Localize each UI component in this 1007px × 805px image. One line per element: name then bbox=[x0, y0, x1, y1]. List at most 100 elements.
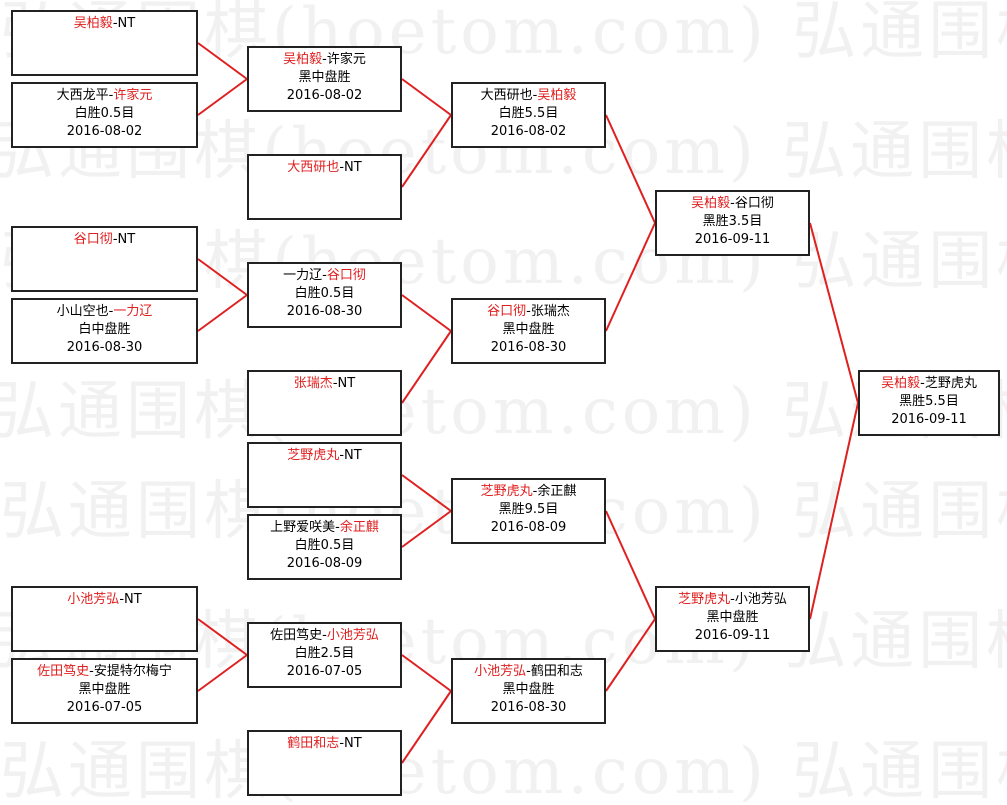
bracket-connector bbox=[197, 42, 248, 80]
players: 大西研也-吴柏毅 bbox=[453, 87, 604, 105]
bracket-connector bbox=[605, 618, 656, 692]
date: 2016-08-02 bbox=[490, 124, 567, 139]
players: 吴柏毅-许家元 bbox=[249, 51, 400, 69]
separator: - bbox=[532, 88, 538, 103]
player-b: 小池芳弘 bbox=[734, 592, 787, 607]
separator: - bbox=[526, 664, 531, 679]
result: 白胜5.5目 bbox=[498, 106, 559, 121]
player-b: 芝野虎丸 bbox=[924, 376, 977, 391]
players: 小山空也-一力辽 bbox=[13, 303, 196, 321]
separator: - bbox=[730, 196, 735, 211]
players: 大西龙平-许家元 bbox=[13, 87, 196, 105]
separator: - bbox=[335, 520, 340, 535]
match-box: 鹤田和志-NT bbox=[247, 730, 402, 796]
result: 黑中盘胜 bbox=[706, 610, 759, 625]
result: 白中盘胜 bbox=[78, 322, 131, 337]
separator: - bbox=[339, 160, 345, 175]
players: 吴柏毅-芝野虎丸 bbox=[860, 375, 998, 393]
player-a: 大西研也 bbox=[287, 160, 340, 175]
bracket-connector bbox=[197, 78, 248, 116]
bracket-connector bbox=[197, 258, 248, 296]
bracket-connector bbox=[809, 222, 859, 404]
result: 黑中盘胜 bbox=[78, 682, 131, 697]
players: 佐田笃史-小池芳弘 bbox=[249, 627, 400, 645]
separator: - bbox=[339, 736, 345, 751]
date: 2016-07-05 bbox=[66, 700, 143, 715]
player-a: 小池芳弘 bbox=[67, 592, 120, 607]
bracket-connector bbox=[605, 222, 656, 332]
players: 吴柏毅-NT bbox=[13, 15, 196, 33]
separator: - bbox=[108, 88, 114, 103]
player-a: 谷口彻 bbox=[73, 232, 113, 247]
player-a: 小山空也 bbox=[56, 304, 109, 319]
date: 2016-09-11 bbox=[891, 412, 967, 427]
match-box: 上野爱咲美-余正麒白胜0.5目 2016-08-09 bbox=[247, 514, 402, 580]
player-a: 鹤田和志 bbox=[287, 736, 340, 751]
match-box: 佐田笃史-安提特尔梅宁黑中盘胜 2016-07-05 bbox=[11, 658, 198, 724]
player-a: 吴柏毅 bbox=[691, 196, 731, 211]
players: 佐田笃史-安提特尔梅宁 bbox=[13, 663, 196, 681]
match-box: 吴柏毅-NT bbox=[11, 10, 198, 76]
players: 谷口彻-张瑞杰 bbox=[453, 303, 604, 321]
players: 鹤田和志-NT bbox=[249, 735, 400, 753]
date: 2016-09-11 bbox=[694, 232, 771, 247]
player-b: 谷口彻 bbox=[734, 196, 774, 211]
separator: - bbox=[526, 304, 531, 319]
separator: - bbox=[112, 16, 118, 31]
bracket-connector bbox=[605, 114, 656, 224]
bracket-connector bbox=[401, 474, 452, 512]
player-b: 安提特尔梅宁 bbox=[93, 664, 172, 679]
players: 芝野虎丸-NT bbox=[249, 447, 400, 465]
player-a: 张瑞杰 bbox=[293, 376, 333, 391]
date: 2016-08-09 bbox=[286, 556, 363, 571]
result: 黑中盘胜 bbox=[502, 682, 555, 697]
match-box: 张瑞杰-NT bbox=[247, 370, 402, 436]
date: 2016-08-30 bbox=[490, 340, 567, 355]
result: 白胜0.5目 bbox=[294, 538, 355, 553]
player-a: 大西龙平 bbox=[56, 88, 109, 103]
bracket-connector bbox=[401, 330, 452, 404]
match-box: 吴柏毅-许家元黑中盘胜 2016-08-02 bbox=[247, 46, 402, 112]
players: 芝野虎丸-小池芳弘 bbox=[657, 591, 808, 609]
players: 一力辽-谷口彻 bbox=[249, 267, 400, 285]
separator: - bbox=[112, 232, 118, 247]
player-b: 一力辽 bbox=[113, 304, 153, 319]
separator: - bbox=[322, 268, 327, 283]
separator: - bbox=[108, 304, 114, 319]
player-a: 上野爱咲美 bbox=[270, 520, 336, 535]
player-b: 张瑞杰 bbox=[530, 304, 570, 319]
date: 2016-08-02 bbox=[286, 88, 363, 103]
player-a: 吴柏毅 bbox=[881, 376, 921, 391]
separator: - bbox=[532, 484, 538, 499]
watermark: 弘通围棋(hoetom.com) 弘通围棋(hoetom.com) 弘通围棋(h… bbox=[0, 360, 1007, 452]
players: 吴柏毅-谷口彻 bbox=[657, 195, 808, 213]
player-a: 佐田笃史 bbox=[270, 628, 323, 643]
bracket-connector bbox=[197, 294, 248, 332]
player-a: 小池芳弘 bbox=[474, 664, 527, 679]
player-a: 谷口彻 bbox=[487, 304, 527, 319]
date: 2016-08-02 bbox=[66, 124, 143, 139]
player-b: 吴柏毅 bbox=[537, 88, 577, 103]
player-a: 芝野虎丸 bbox=[480, 484, 533, 499]
match-box: 小池芳弘-NT bbox=[11, 586, 198, 652]
players: 芝野虎丸-余正麒 bbox=[453, 483, 604, 501]
separator: - bbox=[339, 448, 345, 463]
result: 黑中盘胜 bbox=[298, 70, 351, 85]
match-box: 大西研也-吴柏毅白胜5.5目 2016-08-02 bbox=[451, 82, 606, 148]
player-b: 余正麒 bbox=[339, 520, 379, 535]
date: 2016-08-30 bbox=[490, 700, 567, 715]
player-b: 余正麒 bbox=[537, 484, 577, 499]
match-box: 大西研也-NT bbox=[247, 154, 402, 220]
date: 2016-08-09 bbox=[490, 520, 567, 535]
player-a: 吴柏毅 bbox=[283, 52, 323, 67]
players: 张瑞杰-NT bbox=[249, 375, 400, 393]
